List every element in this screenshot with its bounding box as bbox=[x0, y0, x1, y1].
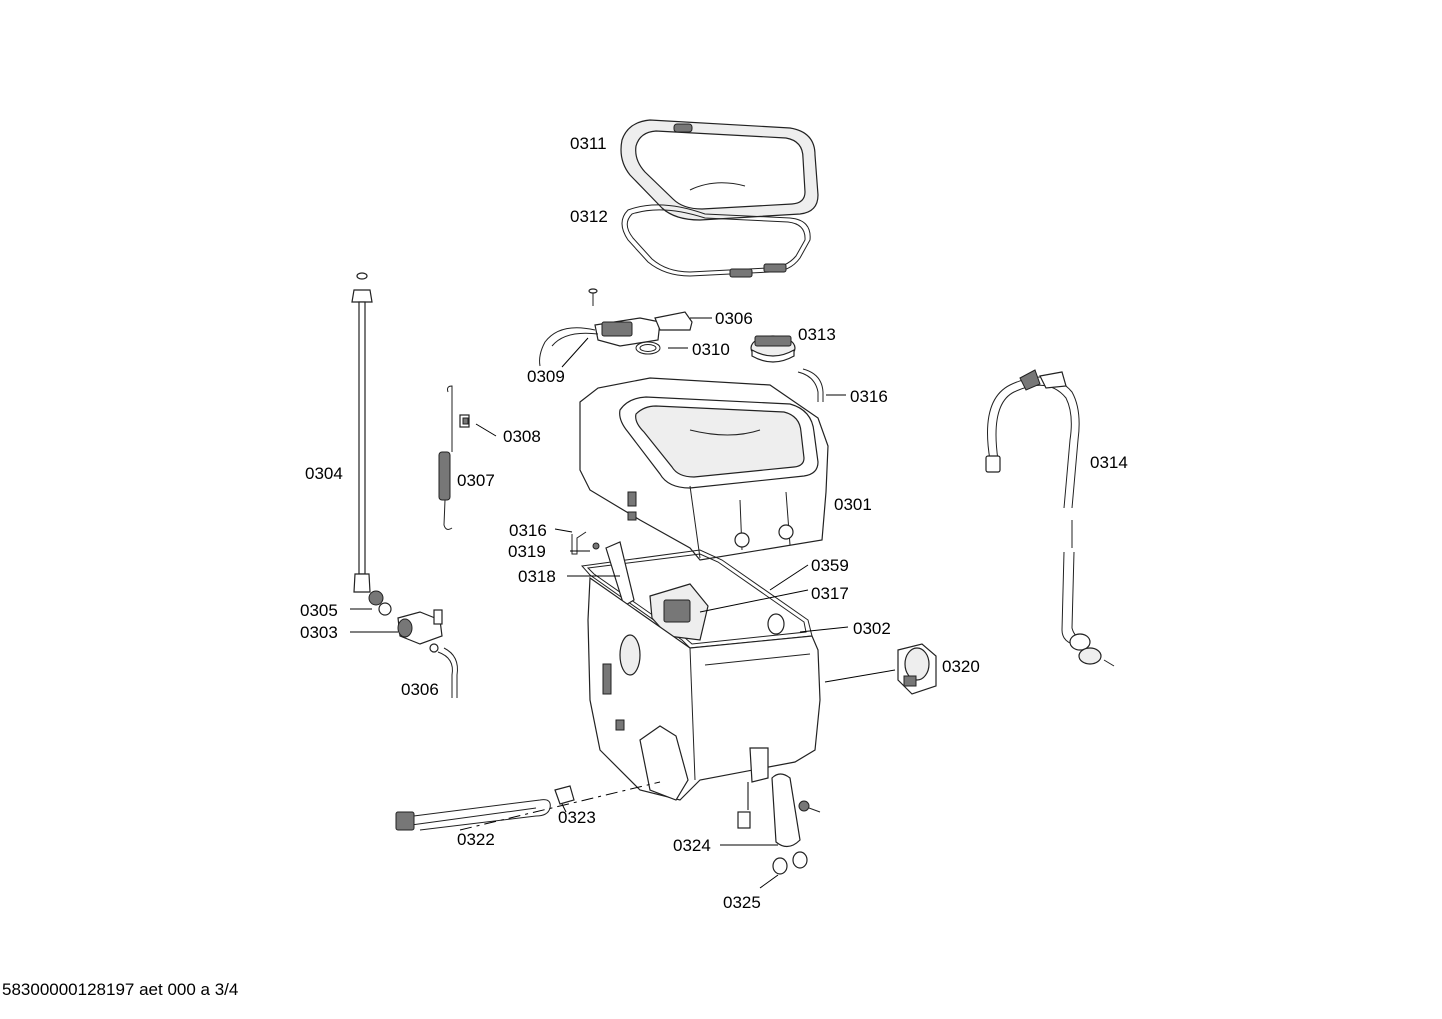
part-0325-caps bbox=[772, 851, 808, 875]
part-0307-spring bbox=[438, 385, 453, 530]
label-0309: 0309 bbox=[527, 367, 565, 386]
label-0325: 0325 bbox=[723, 893, 761, 912]
label-0318: 0318 bbox=[518, 567, 556, 586]
part-0323-bracket bbox=[554, 785, 575, 805]
label-0301: 0301 bbox=[834, 495, 872, 514]
leader-lines bbox=[350, 317, 896, 889]
part-0301-upper-tub bbox=[579, 377, 829, 561]
label-0316-top: 0316 bbox=[850, 387, 888, 406]
part-0306-hose bbox=[429, 643, 458, 698]
label-0319: 0319 bbox=[508, 542, 546, 561]
part-0319-nut bbox=[592, 542, 600, 550]
part-0303-valve bbox=[397, 609, 443, 645]
label-0311: 0311 bbox=[570, 134, 607, 153]
label-0307: 0307 bbox=[457, 471, 495, 490]
label-0308: 0308 bbox=[503, 427, 541, 446]
part-0322-heater bbox=[395, 799, 551, 831]
part-0324-belt bbox=[737, 773, 821, 848]
part-0304-water-rod bbox=[351, 272, 373, 593]
label-0313: 0313 bbox=[798, 325, 836, 344]
part-0310-o-ring bbox=[635, 341, 661, 355]
part-0314-drain-hose bbox=[985, 369, 1115, 667]
part-0306-inlet-valve bbox=[539, 311, 693, 367]
label-0359: 0359 bbox=[811, 556, 849, 575]
part-0316-elbow bbox=[571, 531, 587, 555]
label-0305: 0305 bbox=[300, 601, 338, 620]
screw-icon bbox=[588, 288, 598, 306]
label-0303: 0303 bbox=[300, 623, 338, 642]
document-code: 58300000128197 aet 000 a 3/4 bbox=[2, 980, 239, 999]
part-0311-top-ring bbox=[620, 119, 819, 221]
label-0310: 0310 bbox=[692, 340, 730, 359]
part-0317-detergent-box bbox=[649, 583, 709, 641]
label-0312: 0312 bbox=[570, 207, 608, 226]
part-0316-small-hose bbox=[797, 368, 824, 402]
part-0313-pressure-switch bbox=[750, 335, 796, 363]
label-0320: 0320 bbox=[942, 657, 980, 676]
label-0304: 0304 bbox=[305, 464, 343, 483]
label-0324: 0324 bbox=[673, 836, 711, 855]
part-labels: 0311 0312 0306 0313 0310 0309 0316 0308 … bbox=[300, 134, 1128, 912]
label-0317: 0317 bbox=[811, 584, 849, 603]
part-0305-ring bbox=[368, 590, 392, 616]
part-0302-lower-tub bbox=[587, 576, 821, 801]
part-0308-clip bbox=[459, 414, 470, 428]
label-0323: 0323 bbox=[558, 808, 596, 827]
label-0316-mid: 0316 bbox=[509, 521, 547, 540]
label-0306-bottom: 0306 bbox=[401, 680, 439, 699]
label-0306-top: 0306 bbox=[715, 309, 753, 328]
label-0314: 0314 bbox=[1090, 453, 1128, 472]
part-0312-clamp-band bbox=[621, 204, 811, 278]
label-0302: 0302 bbox=[853, 619, 891, 638]
part-0318-bracket bbox=[605, 541, 635, 607]
label-0322: 0322 bbox=[457, 830, 495, 849]
part-0320-pump bbox=[897, 643, 937, 695]
